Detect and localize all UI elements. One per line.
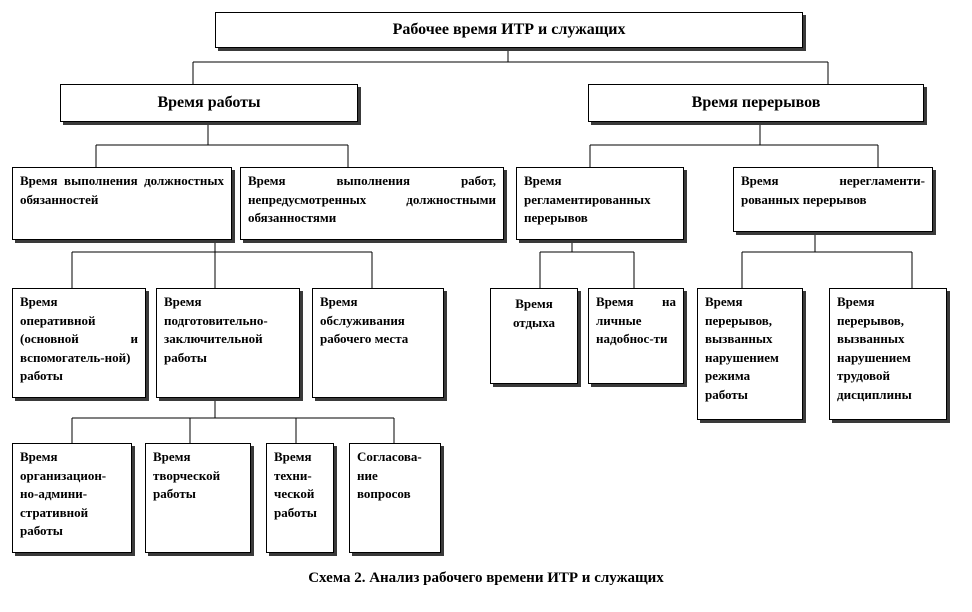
node-service: Время обслуживания рабочего места [312, 288, 444, 398]
node-technical: Время техни- ческой работы [266, 443, 334, 553]
node-rest-label: Время отдыха [512, 296, 556, 330]
node-operational: Время оперативной (основной и вспомогате… [12, 288, 146, 398]
node-preparatory: Время подготовительно- заключительной ра… [156, 288, 300, 398]
node-root: Рабочее время ИТР и служащих [215, 12, 803, 48]
node-unregulated-label: Время нерегламенти-рованных перерывов [741, 173, 925, 207]
node-approval: Согласова- ние вопросов [349, 443, 441, 553]
node-org-admin: Время организацион- но-админи- стративно… [12, 443, 132, 553]
node-break-time: Время перерывов [588, 84, 924, 122]
node-breaks-discipline: Время перерывов, вызванных нарушением тр… [829, 288, 947, 420]
node-creative-label: Время творческой работы [153, 449, 221, 501]
node-work-time: Время работы [60, 84, 358, 122]
node-breaks-regime: Время перерывов, вызванных нарушением ре… [697, 288, 803, 420]
node-service-label: Время обслуживания рабочего места [320, 294, 409, 346]
node-preparatory-label: Время подготовительно- заключительной ра… [164, 294, 268, 365]
node-duties-label: Время выполнения должностных обязанносте… [20, 173, 224, 207]
node-breaks-discipline-label: Время перерывов, вызванных нарушением тр… [837, 294, 912, 402]
node-org-admin-label: Время организацион- но-админи- стративно… [20, 449, 107, 538]
node-creative: Время творческой работы [145, 443, 251, 553]
node-unregulated: Время нерегламенти-рованных перерывов [733, 167, 933, 232]
node-personal-label: Время на личные надобнос-ти [596, 294, 676, 346]
diagram-caption: Схема 2. Анализ рабочего времени ИТР и с… [308, 570, 664, 586]
node-technical-label: Время техни- ческой работы [274, 449, 317, 520]
node-personal: Время на личные надобнос-ти [588, 288, 684, 384]
node-root-label: Рабочее время ИТР и служащих [392, 20, 626, 38]
node-regulated-label: Время регламентированных перерывов [524, 173, 651, 225]
node-unforeseen: Время выполнения работ, непредусмотренны… [240, 167, 504, 240]
node-unforeseen-label: Время выполнения работ, непредусмотренны… [248, 173, 496, 225]
node-work-time-label: Время работы [157, 93, 261, 111]
node-duties: Время выполнения должностных обязанносте… [12, 167, 232, 240]
node-break-time-label: Время перерывов [691, 93, 821, 111]
node-breaks-regime-label: Время перерывов, вызванных нарушением ре… [705, 294, 779, 402]
node-approval-label: Согласова- ние вопросов [357, 449, 422, 501]
node-regulated: Время регламентированных перерывов [516, 167, 684, 240]
node-rest: Время отдыха [490, 288, 578, 384]
node-operational-label: Время оперативной (основной и вспомогате… [20, 294, 138, 383]
